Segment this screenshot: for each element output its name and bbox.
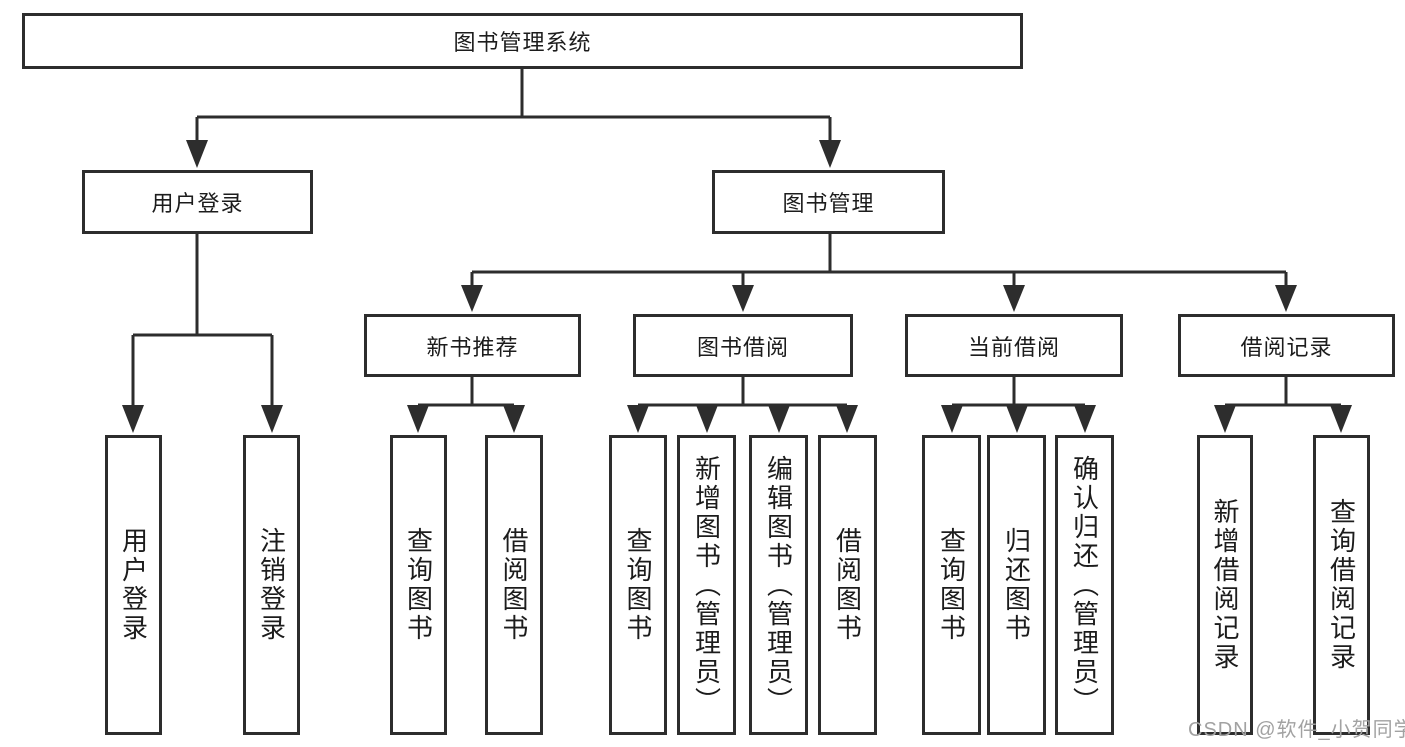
leaf-borrow-books-borrowing: 借阅图书 xyxy=(818,435,877,735)
leaf-user-login: 用户登录 xyxy=(105,435,162,735)
node-borrowing-records: 借阅记录 xyxy=(1178,314,1395,377)
leaf-edit-book-admin: 编辑图书（管理员） xyxy=(749,435,808,735)
leaf-return-books: 归还图书 xyxy=(987,435,1046,735)
leaf-borrow-books-recommend: 借阅图书 xyxy=(485,435,543,735)
node-book-borrowing: 图书借阅 xyxy=(633,314,853,377)
csdn-watermark: CSDN @软件_小贺同学 xyxy=(1188,719,1405,741)
node-root-system: 图书管理系统 xyxy=(22,13,1023,69)
leaf-add-borrow-record: 新增借阅记录 xyxy=(1197,435,1253,735)
node-user-login: 用户登录 xyxy=(82,170,313,234)
leaf-query-books-borrowing: 查询图书 xyxy=(609,435,667,735)
leaf-logout: 注销登录 xyxy=(243,435,300,735)
leaf-query-books-recommend: 查询图书 xyxy=(390,435,447,735)
leaf-add-book-admin: 新增图书（管理员） xyxy=(677,435,736,735)
node-new-book-recommend: 新书推荐 xyxy=(364,314,581,377)
leaf-confirm-return-admin: 确认归还（管理员） xyxy=(1055,435,1114,735)
leaf-query-borrow-record: 查询借阅记录 xyxy=(1313,435,1370,735)
leaf-query-books-current: 查询图书 xyxy=(922,435,981,735)
node-book-management: 图书管理 xyxy=(712,170,945,234)
node-current-borrowing: 当前借阅 xyxy=(905,314,1123,377)
